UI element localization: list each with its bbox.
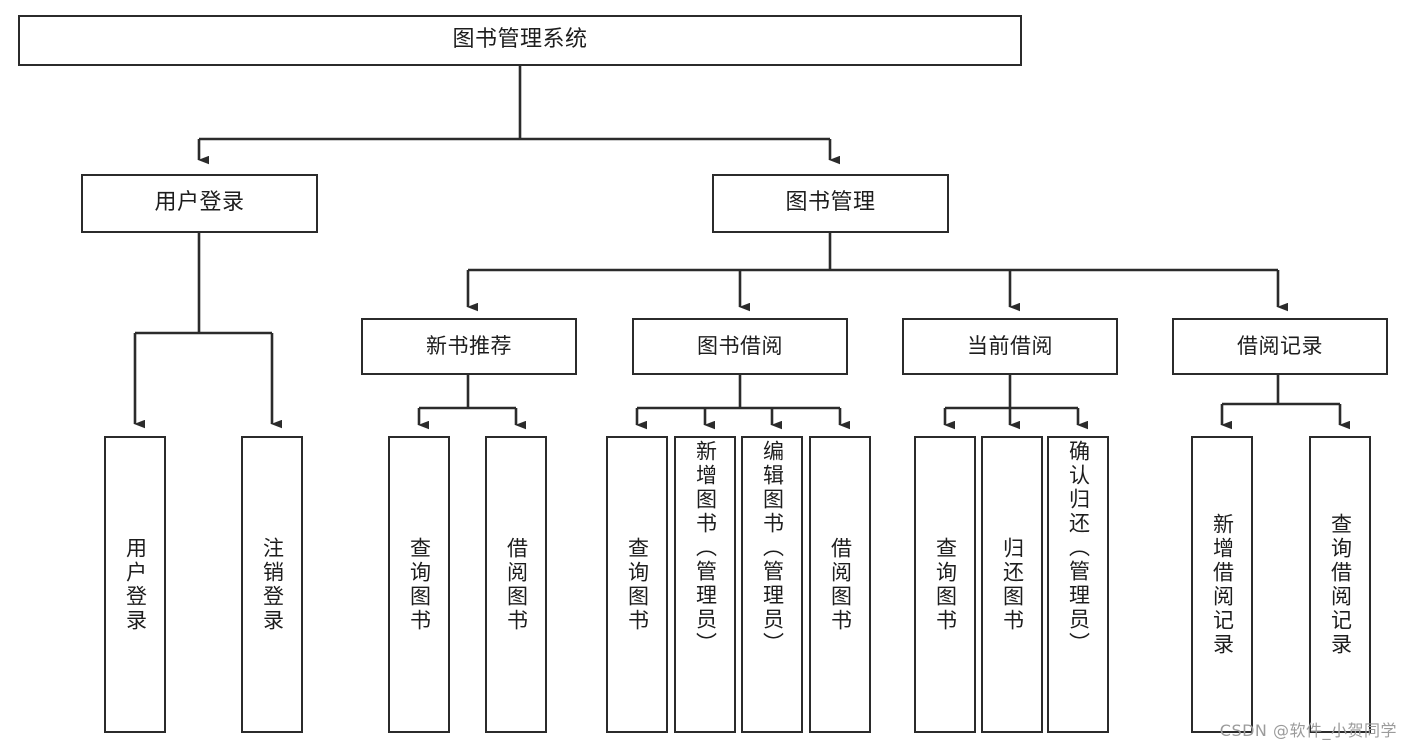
node-label: 归还图书	[1000, 536, 1025, 633]
node-label: 确认归还（管理员）	[1066, 440, 1091, 656]
node-label: 编辑图书（管理员）	[760, 440, 785, 656]
node-leaf-query-book-3[interactable]: 查询图书	[914, 436, 976, 733]
node-borrow-record[interactable]: 借阅记录	[1172, 318, 1388, 375]
node-leaf-add-book[interactable]: 新增图书（管理员）	[674, 436, 736, 733]
node-current-borrow[interactable]: 当前借阅	[902, 318, 1118, 375]
node-leaf-edit-book[interactable]: 编辑图书（管理员）	[741, 436, 803, 733]
node-label: 用户登录	[154, 190, 245, 216]
node-label: 查询借阅记录	[1328, 512, 1353, 657]
node-leaf-borrow-book-1[interactable]: 借阅图书	[485, 436, 547, 733]
node-label: 图书借阅	[697, 333, 783, 358]
node-leaf-confirm-return[interactable]: 确认归还（管理员）	[1047, 436, 1109, 733]
node-book-borrow[interactable]: 图书借阅	[632, 318, 848, 375]
node-label: 新增图书（管理员）	[693, 440, 718, 656]
node-label: 当前借阅	[967, 333, 1053, 358]
node-leaf-query-book-2[interactable]: 查询图书	[606, 436, 668, 733]
node-label: 借阅图书	[504, 536, 529, 633]
node-root-system[interactable]: 图书管理系统	[18, 15, 1022, 66]
node-label: 查询图书	[933, 536, 958, 633]
node-label: 用户登录	[123, 536, 148, 633]
node-label: 借阅记录	[1237, 333, 1323, 358]
node-label: 借阅图书	[828, 536, 853, 633]
node-label: 查询图书	[407, 536, 432, 633]
node-book-management[interactable]: 图书管理	[712, 174, 949, 233]
node-leaf-user-login[interactable]: 用户登录	[104, 436, 166, 733]
node-leaf-return-book[interactable]: 归还图书	[981, 436, 1043, 733]
node-leaf-query-book-1[interactable]: 查询图书	[388, 436, 450, 733]
node-leaf-add-record[interactable]: 新增借阅记录	[1191, 436, 1253, 733]
node-user-login[interactable]: 用户登录	[81, 174, 318, 233]
node-label: 图书管理系统	[452, 27, 588, 53]
node-label: 图书管理	[785, 190, 876, 216]
node-label: 新增借阅记录	[1210, 512, 1235, 657]
node-leaf-logout-login[interactable]: 注销登录	[241, 436, 303, 733]
node-label: 注销登录	[260, 536, 285, 633]
node-label: 查询图书	[625, 536, 650, 633]
node-label: 新书推荐	[426, 333, 512, 358]
node-leaf-borrow-book-2[interactable]: 借阅图书	[809, 436, 871, 733]
csdn-watermark: CSDN @软件_小贺同学	[1219, 721, 1397, 740]
node-new-book-recommend[interactable]: 新书推荐	[361, 318, 577, 375]
node-leaf-query-record[interactable]: 查询借阅记录	[1309, 436, 1371, 733]
